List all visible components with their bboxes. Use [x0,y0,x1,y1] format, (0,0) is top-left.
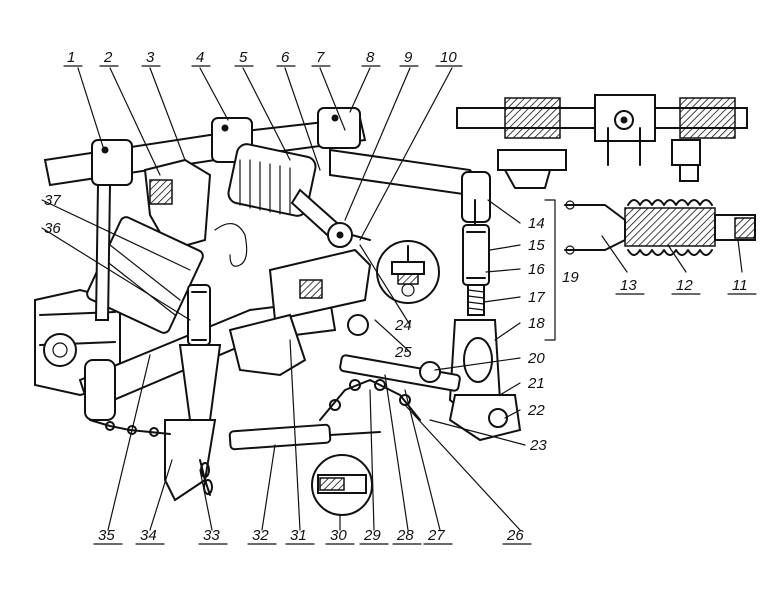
label-23: 23 [529,437,547,454]
label-22: 22 [527,402,545,419]
label-10: 10 [440,49,457,66]
label-13: 13 [620,277,637,294]
label-3: 3 [146,49,155,66]
label-25: 25 [394,344,412,361]
label-11: 11 [732,277,748,294]
label-21: 21 [527,375,545,392]
label-29: 29 [363,527,381,544]
main-assembly [34,107,522,502]
leader-lines [41,67,743,531]
label-4: 4 [196,49,204,66]
inset-detail-24-25 [376,240,440,304]
label-19: 19 [562,269,579,286]
label-26: 26 [506,527,524,544]
label-30: 30 [330,527,347,544]
label-8: 8 [366,49,375,66]
label-2: 2 [103,49,113,66]
spring-turnbuckle-detail [564,199,756,256]
label-31: 31 [290,527,307,544]
callout-labels: 1 2 3 4 5 6 7 8 9 10 11 12 13 14 15 16 1… [44,49,748,544]
label-14: 14 [528,215,545,232]
label-32: 32 [252,527,269,544]
label-5: 5 [239,49,248,66]
label-33: 33 [203,527,220,544]
label-underlines [63,65,757,545]
label-35: 35 [98,527,115,544]
label-9: 9 [404,49,413,66]
label-37: 37 [44,192,61,209]
label-18: 18 [528,315,545,332]
label-12: 12 [676,277,693,294]
label-6: 6 [281,49,290,66]
label-20: 20 [527,350,545,367]
label-36: 36 [44,220,61,237]
label-28: 28 [396,527,414,544]
label-17: 17 [528,289,545,306]
inset-detail-30 [311,454,373,516]
label-1: 1 [67,49,75,66]
label-24: 24 [394,317,412,334]
label-7: 7 [316,49,325,66]
label-16: 16 [528,261,545,278]
label-27: 27 [427,527,445,544]
label-34: 34 [140,527,157,544]
shaft-section-detail [456,94,748,189]
label-15: 15 [528,237,545,254]
